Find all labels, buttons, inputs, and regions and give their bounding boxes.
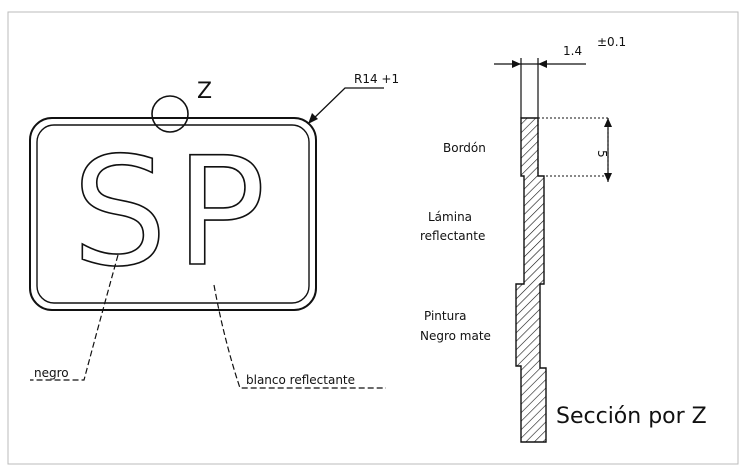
label-pintura-1: Pintura <box>424 309 467 323</box>
bordon-block <box>537 117 609 177</box>
detail-z-circle <box>151 95 189 133</box>
plate-outline-inner <box>36 124 310 304</box>
label-pintura-2: Negro mate <box>420 329 491 343</box>
section-profile <box>515 117 547 443</box>
plate-view: SP Z R14 +1 negro blanco reflectante <box>29 72 399 389</box>
detail-z-mark: Z <box>197 79 212 104</box>
plate-letters: SP <box>72 126 274 300</box>
blanco-label: blanco reflectante <box>246 373 355 387</box>
dim-height-arrow-bottom <box>604 173 612 182</box>
label-lamina-2: reflectante <box>420 229 485 243</box>
blanco-leader-line <box>213 284 386 389</box>
dim-height-arrow-top <box>604 118 612 127</box>
radius-leader-line <box>309 87 384 123</box>
dim-arrow-left <box>512 60 521 68</box>
radius-note: R14 +1 <box>354 72 399 86</box>
negro-label: negro <box>34 366 69 380</box>
label-lamina-1: Lámina <box>428 210 472 224</box>
dim-arrow-right <box>538 60 547 68</box>
dim-tolerance: ±0.1 <box>597 35 626 49</box>
section-caption: Sección por Z <box>556 404 707 429</box>
plate-outline-outer <box>29 117 317 311</box>
radius-leader-arrow <box>308 113 318 124</box>
label-bordon: Bordón <box>443 141 486 155</box>
drawing-frame <box>7 11 739 465</box>
dim-thickness: 1.4 <box>563 44 582 58</box>
dim-height: 5 <box>595 150 609 158</box>
section-view: 1.4 ±0.1 5 Bordón Lámina reflectante Pin… <box>420 35 707 443</box>
